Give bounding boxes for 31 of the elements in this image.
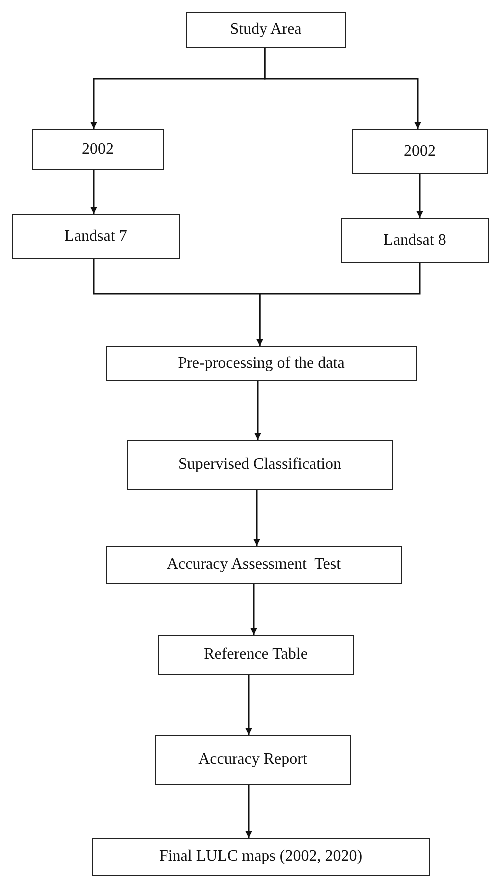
- process-box: [186, 12, 346, 48]
- process-box: [352, 129, 488, 174]
- box-label: Landsat 7: [64, 228, 128, 246]
- box-label: Study Area: [230, 21, 302, 39]
- process-box: [92, 838, 430, 876]
- box-label: 2002: [404, 142, 436, 160]
- arrow: [264, 48, 422, 129]
- box-label: Accuracy Report: [198, 751, 308, 769]
- arrow: [246, 785, 252, 838]
- process-box: [106, 346, 417, 381]
- arrow: [416, 174, 424, 218]
- process-box: [341, 218, 489, 263]
- box-label: Final LULC maps (2002, 2020): [159, 848, 363, 866]
- arrow: [250, 584, 258, 635]
- arrow: [254, 490, 260, 546]
- arrow: [90, 170, 98, 214]
- process-box: [12, 214, 180, 259]
- box-label: Landsat 8: [384, 232, 446, 250]
- process-box: [155, 735, 351, 785]
- process-box: [127, 440, 393, 490]
- arrow: [256, 263, 421, 346]
- arrow: [254, 381, 262, 440]
- box-label: Pre-processing of the data: [178, 354, 345, 372]
- box-label: 2002: [82, 140, 114, 158]
- arrow: [246, 675, 252, 735]
- process-box: [158, 635, 354, 675]
- box-label: Accuracy Assessment Test: [166, 556, 342, 574]
- process-box: [32, 129, 164, 170]
- box-label: Supervised Classification: [178, 456, 342, 474]
- box-label: Reference Table: [204, 646, 308, 664]
- process-box: [106, 546, 402, 584]
